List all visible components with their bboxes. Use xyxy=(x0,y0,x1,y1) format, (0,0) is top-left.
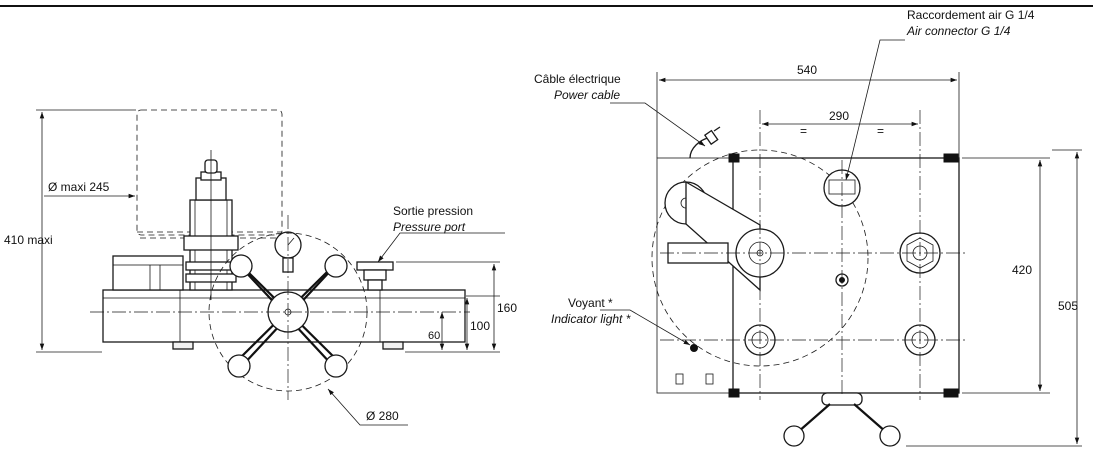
label-dim-505: 505 xyxy=(1058,299,1078,313)
left-block xyxy=(112,255,184,291)
foot-right xyxy=(382,341,404,350)
label-dim-160: 160 xyxy=(497,301,517,315)
handle-knob-bl xyxy=(227,354,251,378)
label-dim-420: 420 xyxy=(1012,263,1032,277)
label-pressure-fr: Sortie pression xyxy=(393,204,473,218)
label-air-en: Air connector G 1/4 xyxy=(906,24,1011,38)
side-view xyxy=(36,109,505,426)
label-dim-540: 540 xyxy=(797,63,817,77)
handle-knob-tr xyxy=(324,254,348,278)
handle-knob-br xyxy=(324,354,348,378)
power-cable xyxy=(689,137,709,159)
label-equal-b: = xyxy=(877,124,884,138)
foot-handle-left xyxy=(783,425,805,447)
rear-handwheel-circle xyxy=(651,149,869,367)
indicator-light xyxy=(690,344,698,352)
handle-knob-tl xyxy=(229,254,253,278)
label-dim-100: 100 xyxy=(470,319,490,333)
label-light-fr: Voyant * xyxy=(568,296,613,310)
label-cable-en: Power cable xyxy=(554,88,620,102)
label-dia-280: Ø 280 xyxy=(366,409,399,423)
label-equal-a: = xyxy=(800,124,807,138)
label-air-fr: Raccordement air G 1/4 xyxy=(907,8,1035,22)
label-pressure-en: Pressure port xyxy=(393,220,466,234)
label-dim-290: 290 xyxy=(829,109,849,123)
foot-handle-right xyxy=(879,425,901,447)
label-height-max: 410 maxi xyxy=(4,233,53,247)
label-dim-60: 60 xyxy=(428,330,440,342)
top-view xyxy=(600,39,1082,447)
label-dia-max: Ø maxi 245 xyxy=(48,180,110,194)
foot-left xyxy=(172,341,194,350)
pressure-port xyxy=(356,261,394,271)
label-light-en: Indicator light * xyxy=(551,312,631,326)
label-cable-fr: Câble électrique xyxy=(534,72,621,86)
